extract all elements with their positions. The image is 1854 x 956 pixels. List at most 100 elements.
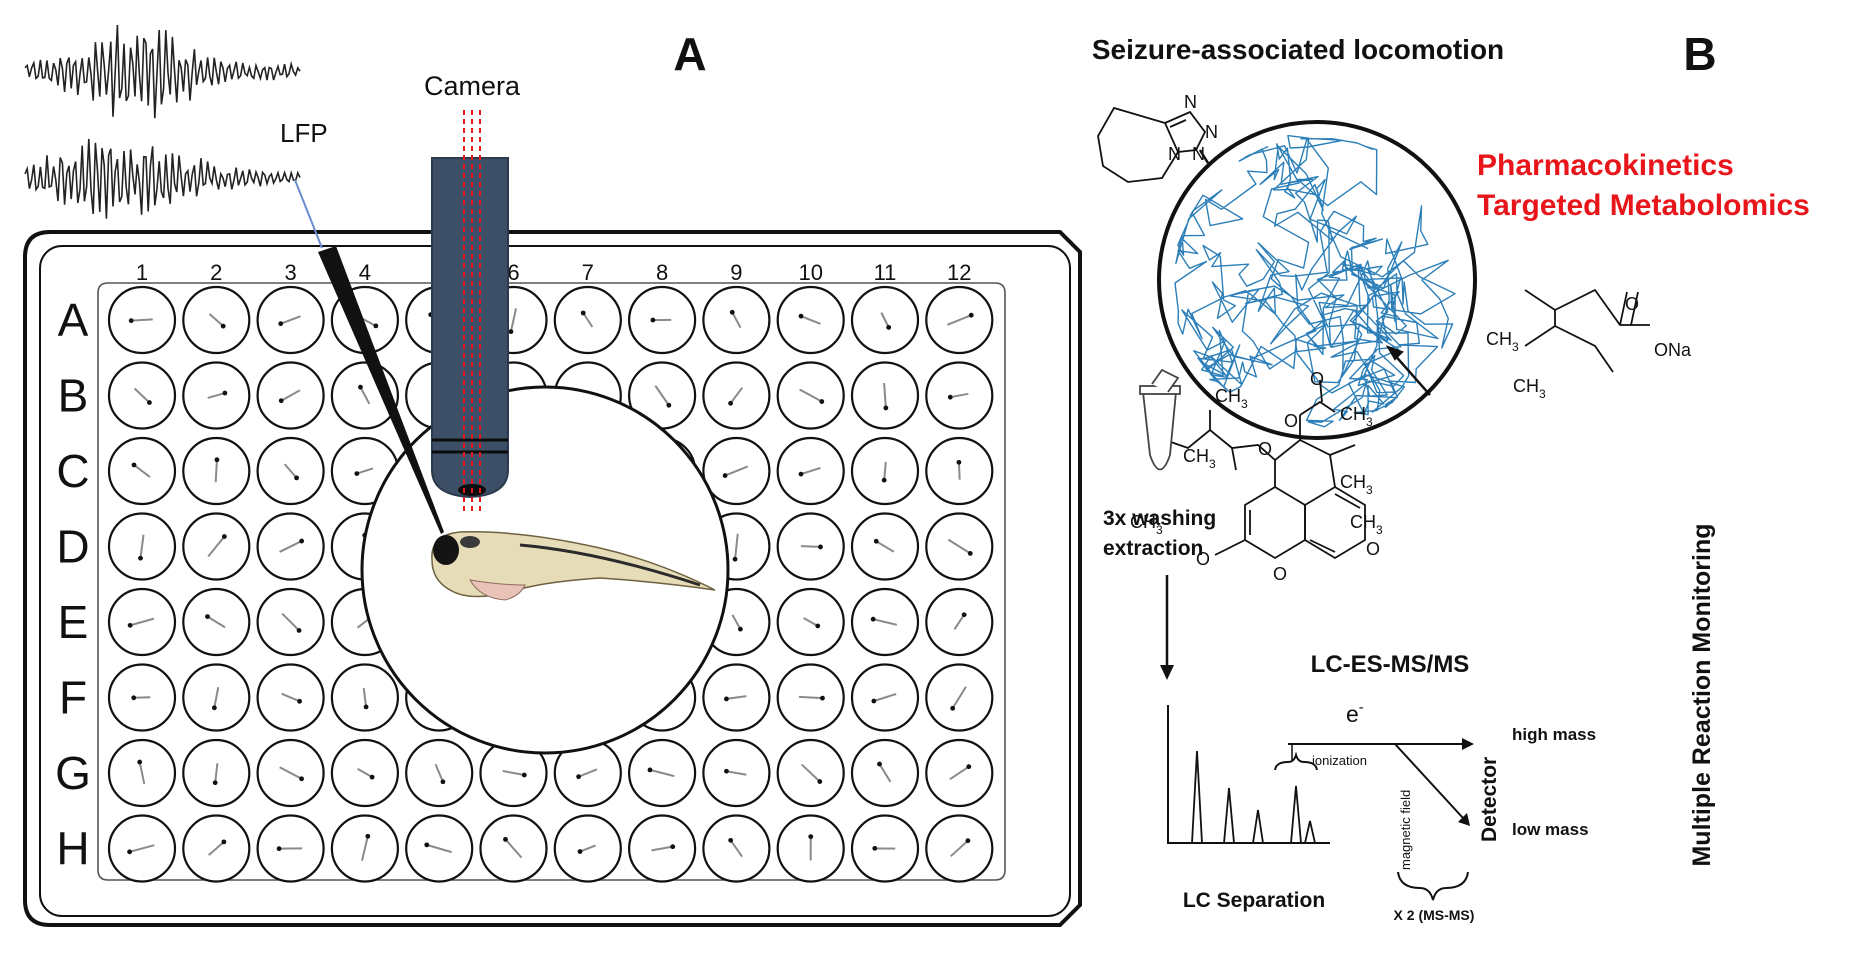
locomotion-trajectory [1174, 134, 1456, 428]
camera-label: Camera [424, 71, 521, 101]
plate-well [702, 814, 771, 883]
svg-text:N: N [1205, 122, 1218, 142]
plate-row-label: E [58, 596, 89, 648]
plate-well [405, 814, 474, 883]
ionization-label: ionization [1312, 753, 1367, 768]
panel-b-title: Seizure-associated locomotion [1092, 34, 1504, 65]
magnetic-field-label: magnetic field [1398, 790, 1413, 870]
plate-well [182, 436, 251, 506]
msms-label: X 2 (MS-MS) [1394, 907, 1475, 923]
plate-column-label: 9 [730, 260, 742, 285]
detector-label: Detector [1478, 757, 1501, 842]
plate-row-label: A [58, 294, 89, 346]
plate-well [256, 512, 325, 581]
plate-well [182, 285, 251, 355]
plate-row-label: G [55, 747, 91, 799]
plate-column-label: 2 [210, 260, 222, 285]
plate-well [776, 814, 845, 883]
plate-well [405, 738, 474, 808]
plate-column-label: 6 [507, 260, 519, 285]
plate-well [850, 285, 920, 355]
plate-well [850, 587, 920, 657]
plate-column-label: 3 [284, 260, 296, 285]
plate-well [925, 361, 994, 430]
camera-beam [463, 110, 481, 515]
plate-well [776, 436, 845, 506]
plate-well [107, 512, 177, 581]
plate-column-label: 7 [582, 260, 594, 285]
plate-well [182, 814, 251, 883]
electrode-wire [294, 179, 323, 249]
plate-well [627, 285, 697, 355]
zebrafish-larva-icon [431, 531, 716, 601]
plate-column-label: 4 [359, 260, 371, 285]
plate-well [256, 361, 325, 430]
plate-well [925, 436, 994, 506]
plate-well [850, 512, 920, 581]
plate-well-area-frame [97, 282, 1006, 881]
high-mass-label: high mass [1512, 725, 1596, 744]
plate-well [107, 663, 177, 732]
plate-well [776, 663, 845, 732]
plate-well [850, 814, 920, 883]
sodium-valproate-structure [1524, 288, 1650, 373]
plate-well [776, 512, 845, 581]
ion-beam-low-head [1458, 813, 1470, 826]
msms-brace [1397, 871, 1469, 901]
plate-well [925, 738, 994, 808]
ion-beam-low [1394, 743, 1464, 819]
svg-text:O: O [1284, 411, 1298, 431]
svg-text:CH3: CH3 [1340, 472, 1373, 497]
lcms-title: LC-ES-MS/MS [1311, 651, 1470, 678]
mrm-label: Multiple Reaction Monitoring [1688, 523, 1716, 866]
plate-well [925, 512, 994, 581]
svg-text:N: N [1192, 144, 1205, 164]
svg-text:CH3: CH3 [1486, 329, 1519, 354]
plate-well [182, 663, 251, 732]
plate-well [107, 285, 177, 355]
plate-well [330, 814, 399, 883]
svg-text:CH3: CH3 [1183, 446, 1216, 471]
plate-well [256, 436, 325, 506]
plate-well [107, 361, 177, 430]
plate-well [702, 361, 771, 430]
ion-beam-high-head [1462, 738, 1474, 750]
plate-well [107, 587, 177, 657]
svg-text:CH3: CH3 [1513, 376, 1546, 401]
plate-well [256, 814, 325, 883]
ptz-pointer [1198, 149, 1210, 164]
plate-column-label: 11 [874, 260, 897, 285]
plate-well [776, 361, 845, 430]
plate-well [850, 663, 920, 732]
electrode-icon [318, 246, 444, 534]
svg-text:O: O [1366, 539, 1380, 559]
svg-text:N: N [1184, 92, 1197, 112]
plate-row-label: B [58, 370, 89, 422]
pk-label-line1: Pharmacokinetics [1477, 149, 1734, 182]
plate-well [107, 814, 177, 883]
panel-a-label: A [673, 28, 706, 80]
plate-well [702, 738, 771, 808]
plate-row-label: F [59, 672, 87, 724]
plate-well [925, 587, 994, 657]
peak-brace [1274, 751, 1318, 771]
plate-well [330, 738, 399, 808]
plate-well [107, 738, 177, 808]
flow-arrow-head [1160, 665, 1174, 680]
plate-well [925, 285, 994, 355]
panel-b-label: B [1683, 28, 1716, 80]
svg-text:O: O [1310, 369, 1324, 389]
lfp-trace-top [24, 24, 301, 119]
plate-well [182, 738, 251, 808]
microcentrifuge-tube-icon [1139, 368, 1181, 471]
plate-well [330, 663, 399, 732]
plate-well [479, 814, 548, 883]
valproate-atom-labels: CH3 CH3 ONa O [1486, 294, 1692, 401]
plate-well [256, 285, 325, 355]
plate-well [776, 738, 845, 808]
plate-well [256, 663, 325, 732]
plate-well [182, 512, 251, 581]
lfp-label: LFP [280, 118, 328, 148]
plate-well [702, 285, 771, 355]
camera-icon [431, 157, 509, 499]
